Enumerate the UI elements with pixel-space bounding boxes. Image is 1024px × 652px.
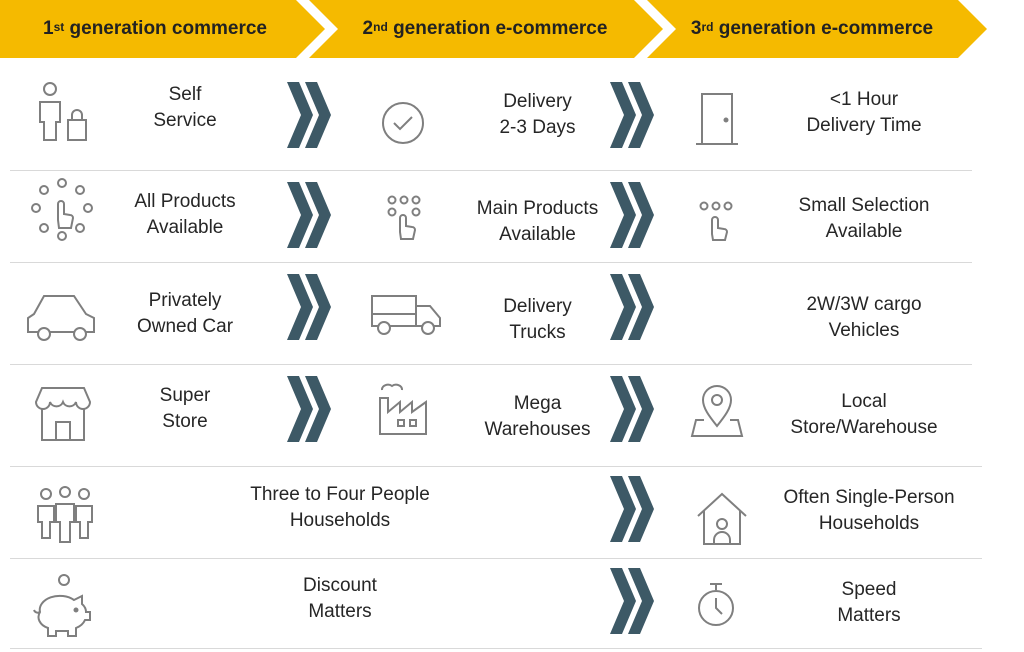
family-icon <box>34 484 96 546</box>
person-shopping-bag-icon <box>34 80 94 144</box>
double-chevron-icon <box>287 376 331 447</box>
row-1-col-3-text: <1 Hour Delivery Time <box>806 89 922 136</box>
double-chevron-icon <box>610 274 654 345</box>
row-divider <box>10 648 982 649</box>
row-divider <box>10 170 972 171</box>
double-chevron-icon <box>287 182 331 253</box>
row-divider <box>10 262 972 263</box>
stopwatch-icon <box>694 580 738 630</box>
double-chevron-icon <box>287 274 331 345</box>
row-2-col-3-text: Small Selection Available <box>798 195 930 242</box>
truck-icon <box>368 290 444 340</box>
double-chevron-icon <box>610 476 654 547</box>
double-chevron-icon <box>610 568 654 639</box>
row-1-col-2-text: Delivery 2-3 Days <box>499 91 576 138</box>
row-4-col-1-text: Super Store <box>159 385 211 432</box>
header-arrow-1 <box>0 0 325 58</box>
home-person-icon <box>694 490 750 548</box>
car-icon <box>24 288 100 346</box>
row-2-col-2-text: Main Products Available <box>476 198 599 245</box>
row-5-col-12-text: Three to Four People Households <box>250 484 430 531</box>
check-circle-icon <box>380 100 426 146</box>
some-items-select-icon <box>382 192 426 246</box>
row-divider <box>10 364 972 365</box>
door-icon <box>694 90 742 148</box>
row-4-col-3-text: Local Store/Warehouse <box>790 391 938 438</box>
piggy-bank-icon <box>30 572 96 640</box>
store-icon <box>34 384 92 444</box>
header-arrows <box>0 0 987 58</box>
row-divider <box>10 558 982 559</box>
row-5-col-3-text: Often Single-Person Households <box>783 487 955 534</box>
row-3-col-3-text: 2W/3W cargo Vehicles <box>806 294 922 341</box>
row-2-col-1-text: All Products Available <box>134 191 236 238</box>
location-pin-icon <box>690 384 744 440</box>
row-divider <box>10 466 982 467</box>
double-chevron-icon <box>610 182 654 253</box>
row-6-col-12-text: Discount Matters <box>303 575 377 622</box>
row-3-col-1-text: Privately Owned Car <box>136 290 234 337</box>
row-4-col-2-text: Mega Warehouses <box>484 393 591 440</box>
row-3-col-2-text: Delivery Trucks <box>503 296 572 343</box>
header-arrow-2 <box>309 0 663 58</box>
row-1-col-1-text: Self Service <box>153 84 217 131</box>
many-items-select-icon <box>26 176 98 248</box>
row-6-col-3-text: Speed Matters <box>837 579 901 626</box>
factory-icon <box>376 380 432 438</box>
header-arrow-3 <box>647 0 987 58</box>
double-chevron-icon <box>610 376 654 447</box>
few-items-select-icon <box>694 198 738 244</box>
double-chevron-icon <box>287 82 331 153</box>
double-chevron-icon <box>610 82 654 153</box>
